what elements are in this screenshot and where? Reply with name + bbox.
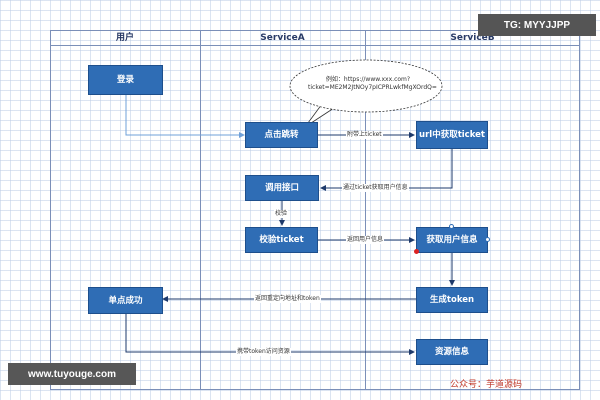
example-callout: 例如：https://www.xxx.com? ticket=ME2M2JtNO… [290, 58, 442, 114]
callout-bubble [289, 59, 443, 113]
node-login: 登录 [88, 65, 163, 95]
callout-line-1: 例如：https://www.xxx.com? [325, 76, 411, 83]
telegram-watermark: TG: MYYJJPP [478, 14, 596, 36]
lane-header-service-b: ServiceB [365, 30, 580, 46]
edge-label-get-user-via-ticket: 通过ticket获取用户信息 [342, 184, 409, 192]
lane-header-user: 用户 [50, 30, 200, 46]
swimlane-frame [50, 30, 580, 390]
node-generate-token: 生成token [416, 287, 488, 313]
node-call-api: 调用接口 [245, 175, 319, 201]
node-sso-success: 单点成功 [88, 287, 163, 314]
connection-point [414, 249, 419, 254]
connection-point [449, 224, 454, 229]
lane-divider [365, 30, 366, 390]
callout-line-2: ticket=ME2M2JtNOy7pICPRLwkfMgXOrdQ= [308, 84, 437, 91]
edge-label-carry-token-access: 携带token访问资源 [236, 348, 291, 356]
edge-label-return-redirect-token: 返回重定向地址和token [254, 295, 321, 303]
edge-label-verify: 校验 [274, 210, 289, 218]
node-click-redirect: 点击跳转 [245, 122, 318, 148]
node-resource-info: 资源信息 [416, 339, 488, 365]
lane-header-service-a: ServiceA [200, 30, 365, 46]
node-verify-ticket: 校验ticket [245, 227, 318, 253]
lane-divider [200, 30, 201, 390]
site-watermark: www.tuyouge.com [8, 363, 136, 385]
node-url-get-ticket: url中获取ticket [416, 121, 488, 149]
edge-label-attach-ticket: 附带上ticket [346, 131, 383, 139]
account-watermark: 公众号：芋道源码 [450, 380, 523, 390]
edge-label-return-user-info: 返回用户信息 [346, 236, 385, 244]
edge-success-to-resource [125, 314, 415, 355]
edge-login-to-click [125, 93, 245, 138]
edge-url-to-callapi [320, 149, 453, 191]
node-get-user-info: 获取用户信息 [416, 227, 488, 253]
connection-point [485, 237, 490, 242]
